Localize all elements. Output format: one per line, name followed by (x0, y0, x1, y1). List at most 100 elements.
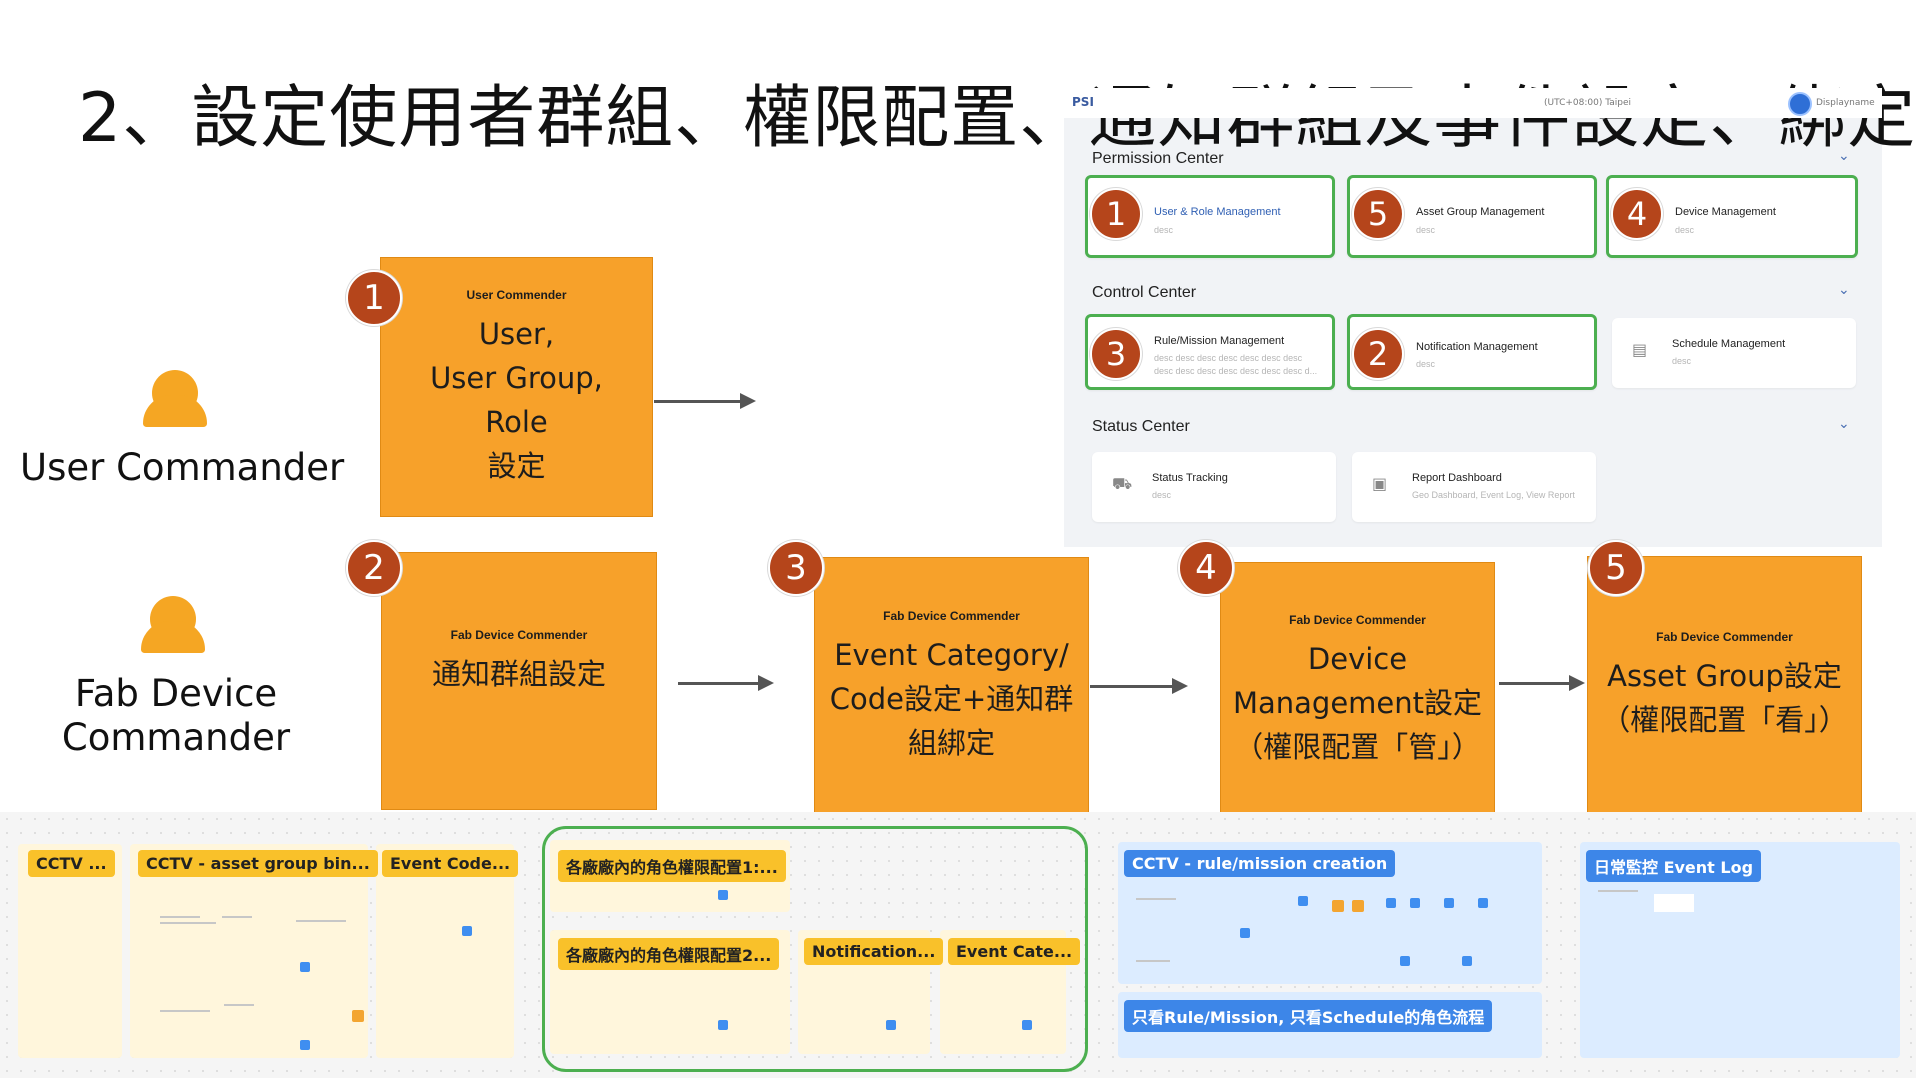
mini-text (1136, 960, 1170, 962)
step-number-badge: 4 (1178, 540, 1234, 596)
step-role: User Commender (466, 288, 567, 302)
card-schedule-management[interactable]: ▤ Schedule Management desc (1612, 318, 1856, 388)
step-line: （權限配置「看」） (1601, 703, 1848, 737)
step-role: Fab Device Commender (450, 628, 588, 642)
chevron-down-icon[interactable]: ⌄ (1838, 282, 1850, 298)
step-5-box: Fab Device Commender Asset Group設定 （權限配置… (1587, 556, 1862, 814)
card-desc: desc (1675, 225, 1695, 235)
step-line: 通知群組設定 (431, 657, 606, 691)
arrow-head (758, 675, 774, 691)
frame-label[interactable]: 各廠廠內的角色權限配置1:... (558, 850, 786, 882)
card-desc: Geo Dashboard, Event Log, View Report (1412, 490, 1575, 500)
step-number-badge: 4 (1611, 188, 1663, 240)
frame-label[interactable]: Notification... (804, 938, 944, 965)
node-marker (1410, 898, 1420, 908)
step-number-badge: 3 (1090, 328, 1142, 380)
chevron-down-icon[interactable]: ⌄ (1838, 148, 1850, 164)
node-marker (300, 962, 310, 972)
card-desc-2: desc desc desc desc desc desc desc d... (1154, 366, 1318, 376)
card-asset-group-management[interactable]: Asset Group Management desc (1347, 175, 1597, 258)
card-desc: desc (1152, 490, 1172, 500)
card-report-dashboard[interactable]: ▣ Report Dashboard Geo Dashboard, Event … (1352, 452, 1596, 522)
node-marker (1022, 1020, 1032, 1030)
frame-label[interactable]: 日常監控 Event Log (1586, 850, 1762, 882)
arrow-line (678, 682, 760, 685)
persona-user-commander: User Commander (20, 446, 345, 489)
sticky-note (352, 1010, 364, 1022)
card-desc: desc (1672, 356, 1692, 366)
step-role: Fab Device Commender (1656, 630, 1793, 644)
card-desc: desc (1154, 225, 1174, 235)
highlight-frame (542, 826, 1088, 1072)
whiteboard-frame[interactable] (18, 844, 122, 1058)
step-line: Code設定+通知群 (829, 682, 1074, 716)
frame-label[interactable]: CCTV - asset group bin... (138, 850, 378, 877)
avatar[interactable] (1788, 92, 1812, 116)
username[interactable]: Displayname (1816, 98, 1875, 108)
frame-label[interactable]: 只看Rule/Mission, 只看Schedule的角色流程 (1124, 1000, 1493, 1032)
node-marker (1386, 898, 1396, 908)
step-1-box: User Commender User, User Group, Role 設定 (380, 257, 653, 517)
step-3-box: Fab Device Commender Event Category/ Cod… (814, 557, 1089, 813)
person-icon-body (143, 395, 207, 427)
sticky-note (1352, 900, 1364, 912)
step-line: User, (478, 317, 555, 351)
step-line: User Group, (430, 361, 603, 395)
node-marker (1298, 896, 1308, 906)
mini-text (160, 922, 216, 924)
node-marker (718, 1020, 728, 1030)
calendar-icon: ▤ (1632, 340, 1648, 359)
card-title: Rule/Mission Management (1154, 335, 1285, 347)
node-marker (462, 926, 472, 936)
step-number-badge: 3 (768, 540, 824, 596)
step-role: Fab Device Commender (883, 609, 1020, 623)
frame-label[interactable]: CCTV ... (28, 850, 115, 877)
step-line: Role (485, 405, 548, 439)
card-desc: desc (1416, 359, 1436, 369)
app-logo: PSI (1072, 95, 1094, 109)
frame-label[interactable]: CCTV - rule/mission creation (1124, 850, 1396, 877)
frame-label[interactable]: 各廠廠內的角色權限配置2... (558, 938, 780, 970)
mini-text (224, 1004, 254, 1006)
whiteboard-frame[interactable] (130, 844, 368, 1058)
card-title: Schedule Management (1672, 338, 1786, 350)
chevron-down-icon[interactable]: ⌄ (1838, 416, 1850, 432)
persona-fab-device-commander-line2: Commander (61, 716, 291, 759)
arrow-line (1090, 685, 1174, 688)
node-marker (718, 890, 728, 900)
step-line: 設定 (487, 449, 546, 483)
card-title: Asset Group Management (1416, 206, 1545, 218)
step-2-box: Fab Device Commender 通知群組設定 (381, 552, 657, 810)
step-line: Event Category/ (834, 638, 1069, 672)
mini-text (160, 916, 200, 918)
frame-label[interactable]: Event Code... (382, 850, 519, 877)
step-line: Management設定 (1232, 686, 1483, 720)
person-icon-body (141, 621, 205, 653)
step-line: Device (1307, 642, 1408, 676)
step-number-badge: 2 (346, 540, 402, 596)
card-status-tracking[interactable]: ⛟ Status Tracking desc (1092, 452, 1336, 522)
card-title: User & Role Management (1154, 206, 1281, 218)
whiteboard-frame[interactable] (376, 844, 514, 1058)
card-desc: desc (1416, 225, 1436, 235)
arrow-head (1172, 678, 1188, 694)
step-4-box: Fab Device Commender Device Management設定… (1220, 562, 1495, 814)
frame-label[interactable]: Event Cate... (948, 938, 1081, 965)
timezone-label[interactable]: (UTC+08:00) Taipei (1544, 98, 1631, 108)
step-line: 組綁定 (907, 726, 995, 760)
node-marker (1462, 956, 1472, 966)
mini-card (1654, 894, 1694, 912)
mini-text (222, 916, 252, 918)
node-marker (1478, 898, 1488, 908)
card-title: Status Tracking (1152, 472, 1228, 484)
step-line: （權限配置「管」） (1234, 730, 1481, 764)
app-header: PSI (UTC+08:00) Taipei Displayname (1064, 88, 1882, 118)
node-marker (1240, 928, 1250, 938)
arrow-line (1499, 682, 1571, 685)
card-title: Report Dashboard (1412, 472, 1502, 484)
node-marker (1400, 956, 1410, 966)
persona-fab-device-commander-line1: Fab Device (74, 672, 278, 715)
card-title: Device Management (1675, 206, 1776, 218)
mini-text (160, 1010, 210, 1012)
node-marker (300, 1040, 310, 1050)
